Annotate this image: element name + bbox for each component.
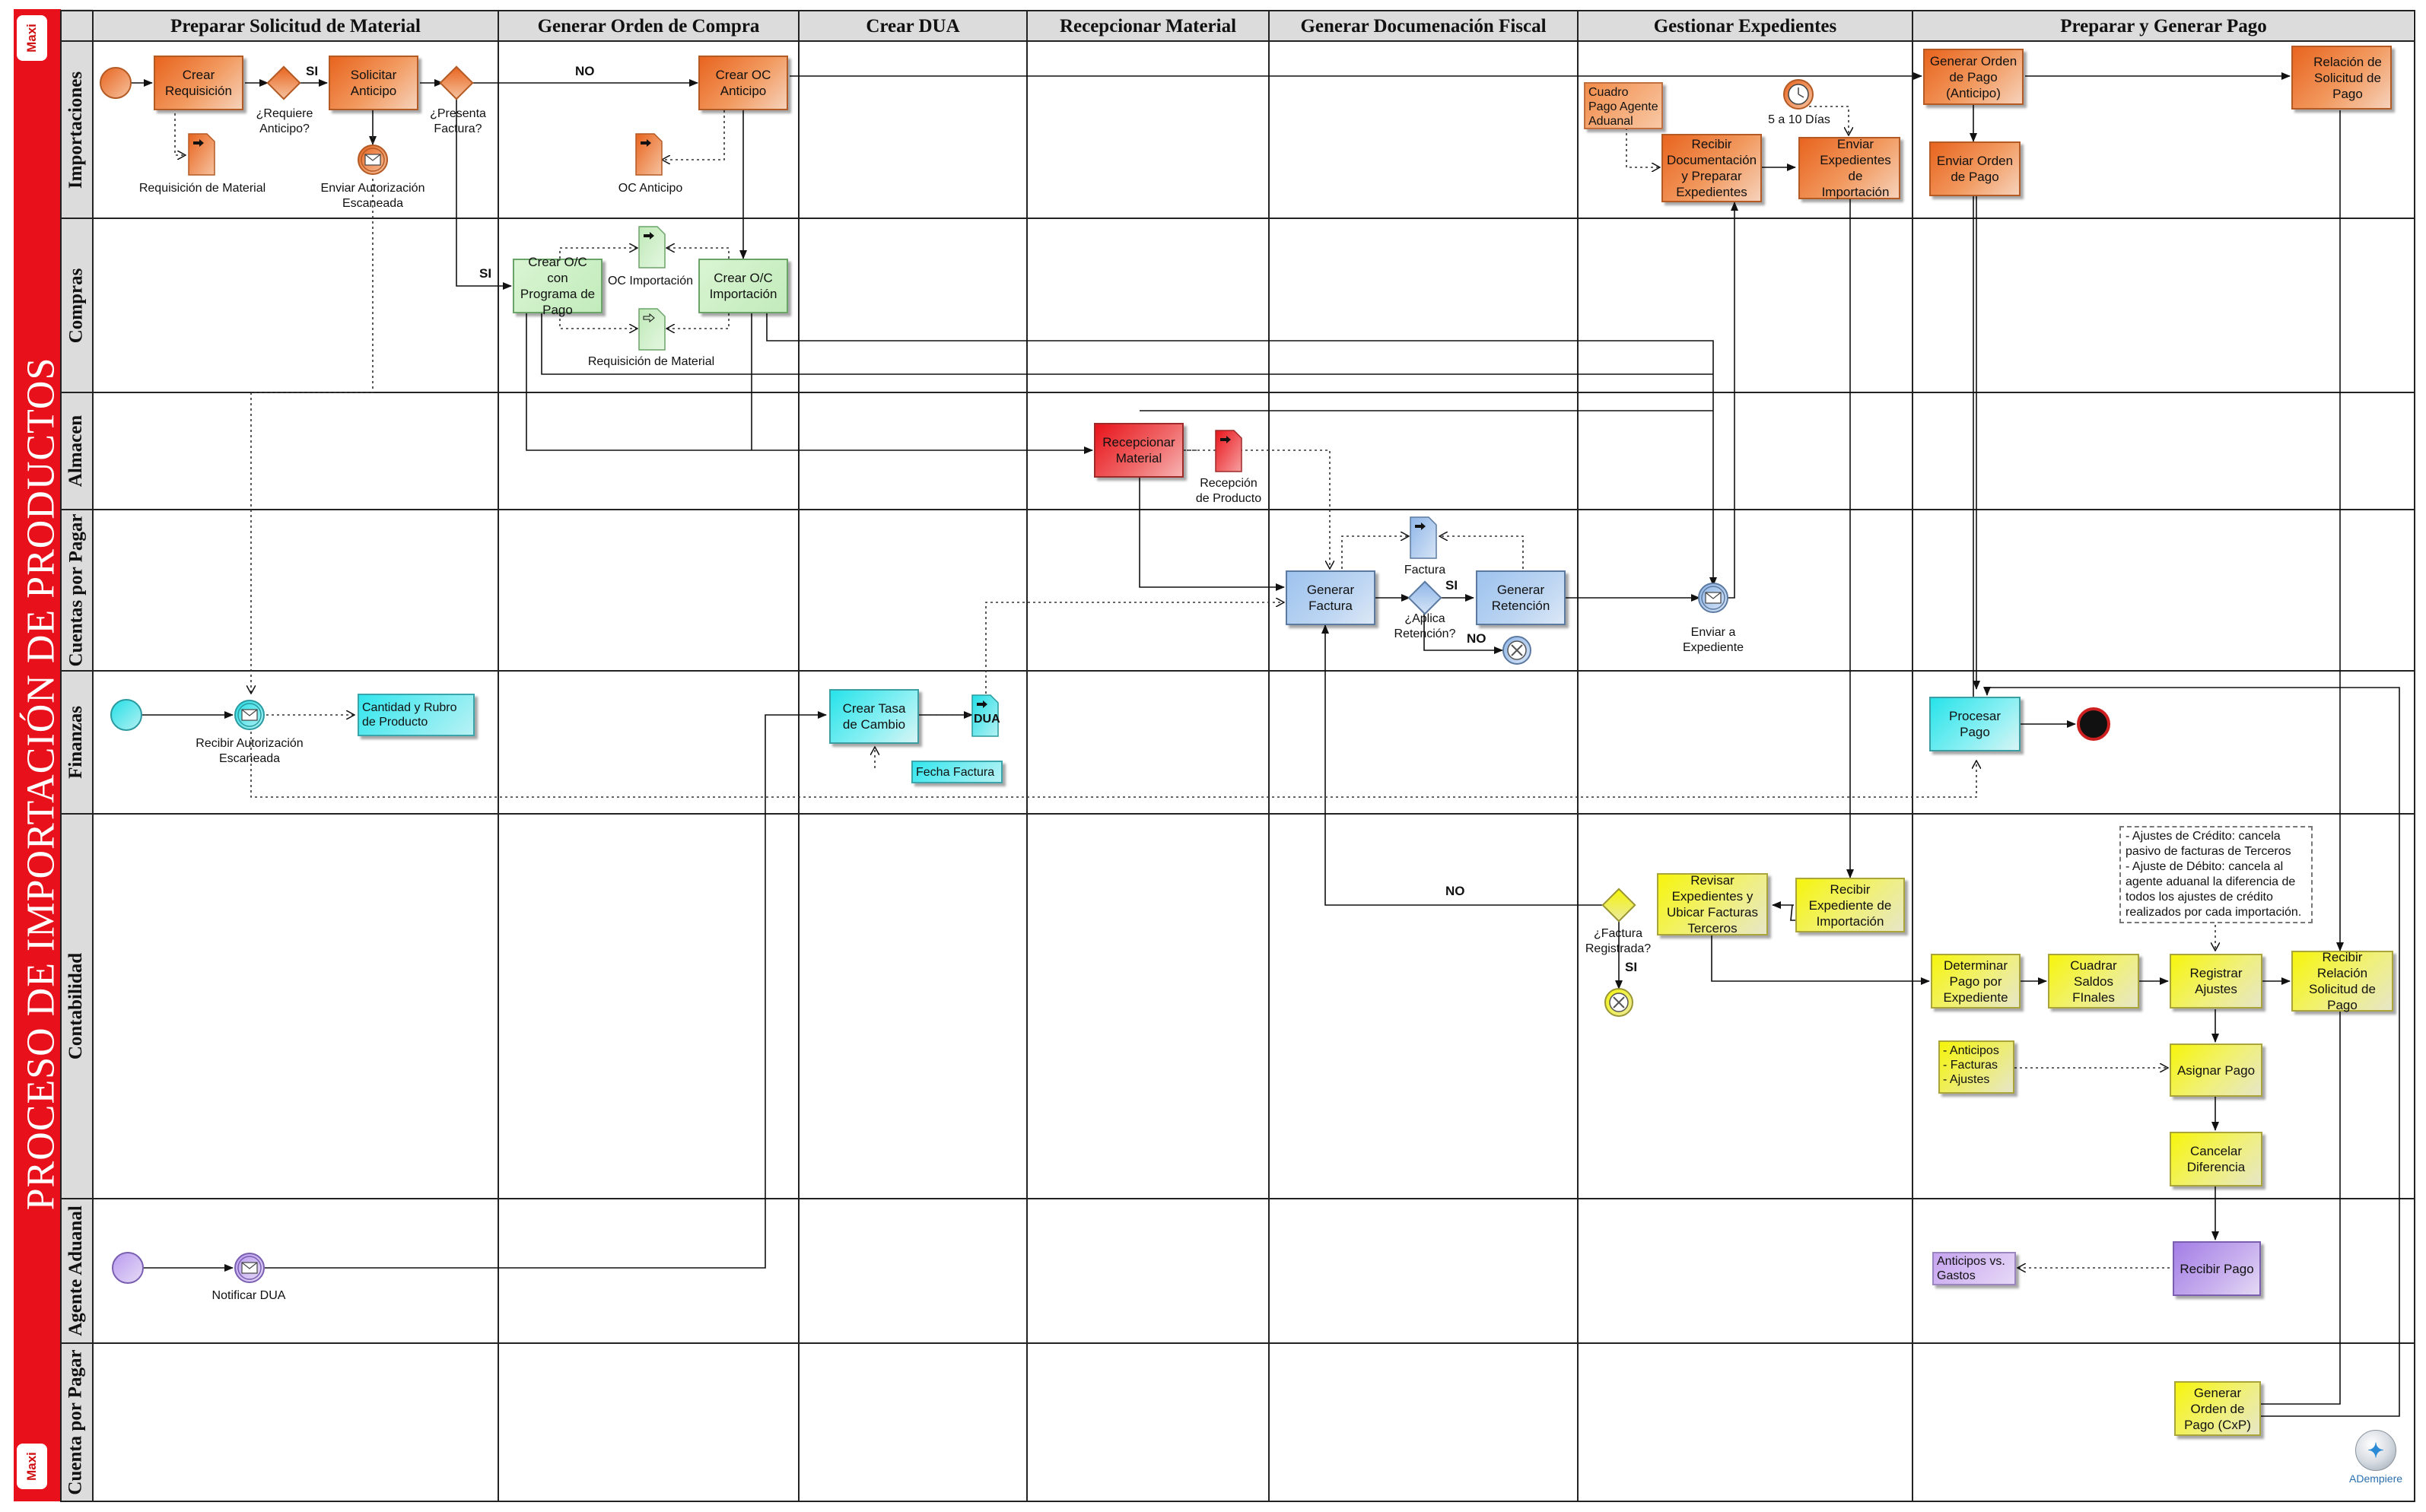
lane-finanzas: Finanzas [65, 706, 87, 779]
task-recibir-expediente-importacion[interactable]: Recibir Expediente de Importación [1795, 878, 1905, 932]
lane-header-column [61, 9, 93, 1501]
flow-label-si-4: SI [1625, 960, 1638, 974]
task-cuadrar-saldos[interactable]: Cuadrar Saldos FInales [2048, 954, 2139, 1009]
data-anticipos-facturas-ajustes: - Anticipos - Facturas - Ajustes [1938, 1040, 2014, 1094]
lane-cuenta-por-pagar: Cuenta por Pagar [65, 1349, 87, 1495]
lane-contabilidad: Contabilidad [65, 952, 86, 1060]
task-generar-factura[interactable]: Generar Factura [1286, 570, 1375, 625]
label-notificar-dua: Notificar DUA [211, 1289, 286, 1302]
label-oc-anticipo: OC Anticipo [618, 182, 683, 195]
task-generar-orden-pago-cxp[interactable]: Generar Orden de Pago (CxP) [2174, 1381, 2261, 1436]
label-recepcion-producto: Recepción de Producto [1195, 477, 1262, 505]
flow-label-no-1: NO [575, 64, 595, 78]
task-asignar-pago[interactable]: Asignar Pago [2170, 1043, 2262, 1097]
label-requisicion-material-2: Requisición de Material [587, 355, 715, 368]
task-recibir-pago[interactable]: Recibir Pago [2173, 1241, 2261, 1296]
adempiere-logo: ✦ ADempiere [2349, 1430, 2402, 1498]
label-recibir-autorizacion: Recibir Autorización Escaneada [196, 737, 304, 765]
phase-header-4: Recepcionar Material [1059, 16, 1237, 37]
label-oc-importacion: OC Importación [607, 275, 694, 287]
title-band [14, 9, 61, 1501]
company-logo-bottom: Maxi [17, 1444, 47, 1489]
phase-separators [92, 11, 1913, 1501]
annotation-ajustes: - Ajustes de Crédito: cancela pasivo de … [2119, 826, 2313, 923]
company-logo-top: Maxi [17, 15, 47, 61]
label-factura-registrada: ¿Factura Registrada? [1585, 927, 1652, 955]
task-crear-oc-programa-pago[interactable]: Crear O/C con Programa de Pago [513, 255, 603, 317]
label-aplica-retencion: ¿Aplica Retención? [1394, 612, 1456, 640]
adempiere-globe-icon: ✦ [2355, 1430, 2396, 1471]
task-crear-oc-anticipo[interactable]: Crear OC Anticipo [698, 56, 788, 110]
document-arrows [193, 139, 1426, 708]
phase-header-6: Gestionar Expedientes [1653, 16, 1837, 37]
label-dua: DUA [974, 713, 1000, 726]
gateways [266, 65, 1636, 923]
task-recepcionar-material[interactable]: Recepcionar Material [1094, 423, 1184, 478]
associations [174, 97, 2215, 1268]
gateway-factura-registrada [1601, 888, 1636, 923]
lane-agente-aduanal: Agente Aduanal [65, 1205, 86, 1336]
task-registrar-ajustes[interactable]: Registrar Ajustes [2170, 954, 2262, 1009]
lane-separators [61, 40, 2415, 1344]
task-procesar-pago[interactable]: Procesar Pago [1929, 697, 2021, 751]
task-crear-tasa-cambio[interactable]: Crear Tasa de Cambio [829, 689, 919, 744]
flow-label-no-2: NO [1467, 631, 1486, 646]
diagram-title: PROCESO DE IMPORTACIÓN DE PRODUCTOS [19, 357, 63, 1210]
phase-header-3: Crear DUA [866, 16, 960, 37]
label-requisicion-material-1: Requisición de Material [138, 182, 266, 195]
data-anticipos-gastos: Anticipos vs. Gastos [1932, 1252, 2016, 1285]
flow-label-si-2: SI [479, 266, 492, 281]
task-enviar-orden-pago[interactable]: Enviar Orden de Pago [1929, 141, 2021, 196]
lane-almacen: Almacen [65, 415, 87, 488]
gateway-presenta-factura [439, 65, 474, 100]
gateway-requiere-anticipo [266, 65, 301, 100]
pool-border [60, 10, 2415, 1502]
lane-cuentas-por-pagar: Cuentas por Pagar [65, 513, 86, 667]
gateway-aplica-retencion [1407, 580, 1442, 615]
task-solicitar-anticipo[interactable]: Solicitar Anticipo [329, 56, 418, 110]
phase-header-1: Preparar Solicitud de Material [170, 16, 421, 37]
task-cancelar-diferencia[interactable]: Cancelar Diferencia [2170, 1132, 2262, 1186]
label-timer-days: 5 a 10 Días [1768, 113, 1830, 126]
task-generar-retencion[interactable]: Generar Retención [1476, 570, 1566, 625]
label-enviar-autorizacion: Enviar Autorización Escaneada [320, 182, 425, 210]
task-enviar-expedientes[interactable]: Enviar Expedientes de Importación [1798, 137, 1900, 199]
flow-label-si-1: SI [306, 64, 319, 78]
lane-compras: Compras [65, 268, 87, 343]
start-event-finanzas [110, 699, 142, 731]
lane-importaciones: Importaciones [65, 71, 86, 189]
task-revisar-expedientes[interactable]: Revisar Expedientes y Ubicar Facturas Te… [1657, 873, 1768, 935]
data-cuadro-pago-agente: Cuadro Pago Agente Aduanal [1584, 82, 1663, 129]
task-relacion-solicitud-pago[interactable]: Relación de Solicitud de Pago [2291, 46, 2392, 110]
phase-header-2: Generar Orden de Compra [537, 16, 760, 37]
data-cantidad-rubro: Cantidad y Rubro de Producto [358, 694, 475, 736]
flow-label-no-3: NO [1445, 884, 1465, 898]
task-crear-oc-importacion[interactable]: Crear O/C Importación [698, 259, 788, 313]
label-enviar-expediente: Enviar a Expediente [1682, 626, 1744, 654]
data-fecha-factura: Fecha Factura [911, 761, 1003, 783]
task-determinar-pago[interactable]: Determinar Pago por Expediente [1931, 954, 2021, 1009]
phase-header-7: Preparar y Generar Pago [2060, 16, 2267, 37]
flow-label-si-3: SI [1445, 578, 1458, 592]
task-generar-orden-pago-anticipo[interactable]: Generar Orden de Pago (Anticipo) [1923, 49, 2024, 105]
phase-header-row [93, 11, 2413, 41]
start-event-agente [112, 1252, 144, 1284]
start-event-importaciones [100, 67, 132, 99]
intermediate-events [234, 79, 1814, 1283]
label-requiere-anticipo: ¿Requiere Anticipo? [256, 107, 313, 135]
label-presenta-factura: ¿Presenta Factura? [430, 107, 486, 135]
adempiere-label: ADempiere [2349, 1472, 2403, 1485]
task-recibir-relacion-solicitud-pago[interactable]: Recibir Relación Solicitud de Pago [2291, 950, 2393, 1012]
task-crear-requisicion[interactable]: Crear Requisición [154, 56, 243, 110]
label-factura: Factura [1404, 564, 1446, 577]
task-recibir-documentacion[interactable]: Recibir Documentación y Preparar Expedie… [1661, 134, 1762, 202]
phase-header-5: Generar Documenación Fiscal [1300, 16, 1547, 37]
